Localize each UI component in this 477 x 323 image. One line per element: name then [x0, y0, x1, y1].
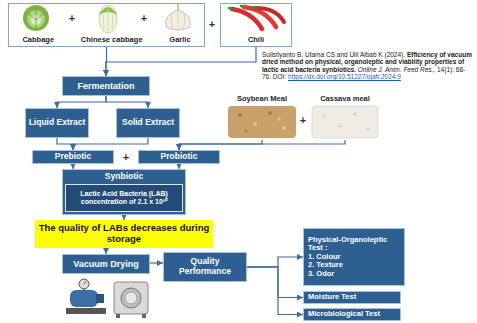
node-label: Chili — [248, 36, 264, 44]
ingredient-box: Chili — [220, 3, 292, 47]
citation-text: Sulistiyanto B, Utama CS and Ulil Albab … — [262, 51, 405, 58]
chili-picture — [229, 6, 284, 29]
node-label: Probiotic — [161, 152, 198, 162]
garlic-picture — [166, 4, 191, 31]
process-box: Probiotic — [138, 150, 220, 164]
node-label: Garlic — [169, 36, 190, 44]
flow-arrow — [73, 138, 148, 150]
vacuum-dryer-picture — [114, 282, 148, 318]
flow-arrow — [106, 96, 148, 108]
node-label: Chinese cabbage — [81, 36, 143, 44]
node-label: Synbiotic — [105, 172, 143, 182]
node-label: Lactic Acid Bacteria (LAB) concentration… — [66, 190, 182, 206]
process-box: Vacuum Drying — [62, 254, 150, 274]
cassava-meal-picture — [312, 106, 378, 138]
node-label: Solid Extract — [122, 118, 174, 128]
flow-arrow — [179, 140, 262, 150]
citation-block: Sulistiyanto B, Utama CS and Ulil Albab … — [262, 51, 472, 81]
flow-arrow — [247, 257, 303, 267]
synbiotic-box: SynbioticLactic Acid Bacteria (LAB) conc… — [62, 169, 186, 215]
node-label: Vacuum Drying — [73, 259, 139, 269]
node-label: 2. Texture — [308, 261, 343, 269]
flow-arrow — [57, 96, 106, 108]
node-label: Prebiotic — [55, 152, 91, 162]
flow-arrow — [179, 140, 345, 150]
test-box: Moisture Test — [303, 291, 401, 304]
node-label: Physical-Organoleptic Test : — [308, 236, 404, 253]
flow-arrow — [150, 262, 163, 263]
plus-sign: + — [300, 115, 306, 126]
chinese-cabbage-picture — [99, 5, 117, 33]
ingredient-group: Cabbage Chinese cabbage Garlic — [8, 3, 205, 47]
highlight-box: The quality of LABs decreases during sto… — [35, 220, 213, 248]
plus-sign: + — [69, 13, 75, 24]
ingredient-tile: Soybean Meal — [226, 95, 298, 140]
process-box: Solid Extract — [116, 108, 180, 138]
citation-text: https://dx.doi.org/10.51227/ojafr.2024.9 — [288, 73, 401, 80]
node-label: Moisture Test — [308, 293, 356, 301]
node-label: Fermentation — [77, 81, 134, 91]
node-label: Cabbage — [22, 36, 54, 44]
citation-text: Online J. Anim. Feed Res., — [358, 66, 435, 73]
node-label: The quality of LABs decreases during sto… — [35, 223, 213, 244]
plus-sign: + — [209, 19, 215, 30]
ingredient-tile: Cassava meal — [310, 95, 380, 140]
process-box: Liquid Extract — [25, 108, 89, 138]
flow-arrow — [106, 47, 256, 76]
cabbage-picture — [23, 5, 49, 31]
vacuum-pump-picture — [66, 279, 106, 314]
test-box: Microbiological Test — [303, 308, 401, 321]
process-box: Quality Performance — [163, 252, 247, 282]
test-box: Physical-Organoleptic Test :1. Colour2. … — [303, 228, 405, 286]
concentration-box: Lactic Acid Bacteria (LAB) concentration… — [65, 184, 183, 212]
citation-text: DOI: — [273, 73, 286, 80]
node-label: Cassava meal — [320, 95, 370, 103]
soybean-meal-picture — [228, 106, 296, 138]
process-box: Prebiotic — [32, 150, 114, 164]
flow-arrow — [247, 267, 303, 298]
node-label: 1. Colour — [308, 253, 341, 261]
node-label: Soybean Meal — [237, 95, 287, 103]
node-label: Microbiological Test — [308, 310, 380, 318]
node-label: 3. Odor — [308, 270, 334, 278]
node-label: Quality Performance — [164, 257, 246, 276]
flow-arrow — [247, 267, 303, 315]
plus-sign: + — [123, 152, 129, 163]
process-box: Fermentation — [62, 76, 150, 96]
plus-sign: + — [141, 13, 147, 24]
flow-arrow — [57, 138, 73, 150]
node-label: Liquid Extract — [29, 118, 86, 128]
